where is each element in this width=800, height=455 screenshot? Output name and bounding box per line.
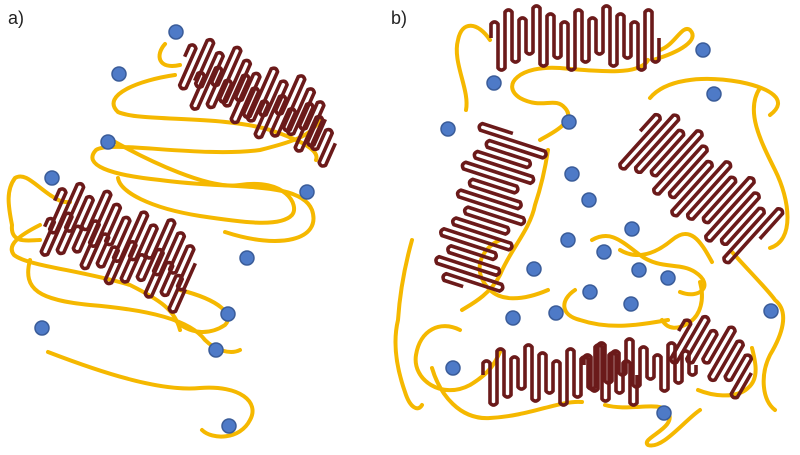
particle-13	[706, 86, 722, 102]
amorphous-chain-14	[751, 86, 790, 250]
amorphous-chain-6	[9, 223, 182, 332]
particle-6	[239, 250, 255, 266]
particle-12	[486, 75, 502, 91]
particle-5	[299, 184, 315, 200]
particle-14	[440, 121, 456, 137]
folded-lamella-4	[39, 211, 187, 314]
particle-25	[623, 296, 639, 312]
amorphous-chain-8	[173, 288, 230, 334]
folded-lamella-5	[489, 4, 661, 72]
particle-22	[631, 262, 647, 278]
folded-lamella-10	[668, 314, 754, 400]
amorphous-chain-4	[106, 136, 296, 225]
panel-b-label: b)	[391, 8, 408, 28]
amorphous-chain-23	[590, 234, 707, 297]
folded-lamella-7	[618, 112, 785, 265]
particle-1	[168, 24, 184, 40]
particle-4	[44, 170, 60, 186]
amorphous-chain-16	[393, 238, 424, 411]
particle-10	[221, 418, 237, 434]
particle-8	[34, 320, 50, 336]
particle-28	[445, 360, 461, 376]
particle-15	[561, 114, 577, 130]
particle-23	[660, 270, 676, 286]
particle-21	[526, 261, 542, 277]
particle-18	[624, 221, 640, 237]
particle-9	[208, 342, 224, 358]
particle-2	[111, 66, 127, 82]
amorphous-chain-1	[157, 42, 182, 68]
particle-16	[564, 166, 580, 182]
folded-lamella-3	[47, 181, 197, 292]
amorphous-chain-11	[651, 26, 695, 62]
folded-lamella-6	[434, 121, 548, 293]
particle-17	[581, 192, 597, 208]
folded-lamella-8	[481, 343, 639, 407]
amorphous-chain-3	[90, 118, 322, 243]
particle-3	[100, 134, 116, 150]
folded-lamella-2	[189, 65, 337, 168]
particle-19	[560, 232, 576, 248]
particle-30	[763, 303, 779, 319]
particle-26	[548, 305, 564, 321]
amorphous-chain-13	[648, 76, 780, 117]
amorphous-chain-22	[562, 288, 670, 328]
amorphous-chain-21	[730, 250, 786, 412]
amorphous-chain-19	[603, 403, 702, 448]
particle-29	[656, 405, 672, 421]
particle-11	[695, 42, 711, 58]
folded-lamella-9	[582, 337, 698, 393]
panel-a-label: a)	[8, 8, 25, 28]
amorphous-chain-17	[413, 324, 502, 393]
amorphous-chain-12	[510, 58, 650, 142]
particle-27	[505, 310, 521, 326]
particle-7	[220, 306, 236, 322]
amorphous-chain-7	[26, 258, 242, 354]
amorphous-chain-15	[460, 148, 550, 312]
amorphous-chain-9	[46, 350, 255, 439]
amorphous-chain-20	[696, 346, 758, 398]
particle-24	[582, 284, 598, 300]
amorphous-chain-10	[454, 23, 492, 112]
amorphous-chain-24	[618, 232, 714, 264]
particle-20	[596, 244, 612, 260]
